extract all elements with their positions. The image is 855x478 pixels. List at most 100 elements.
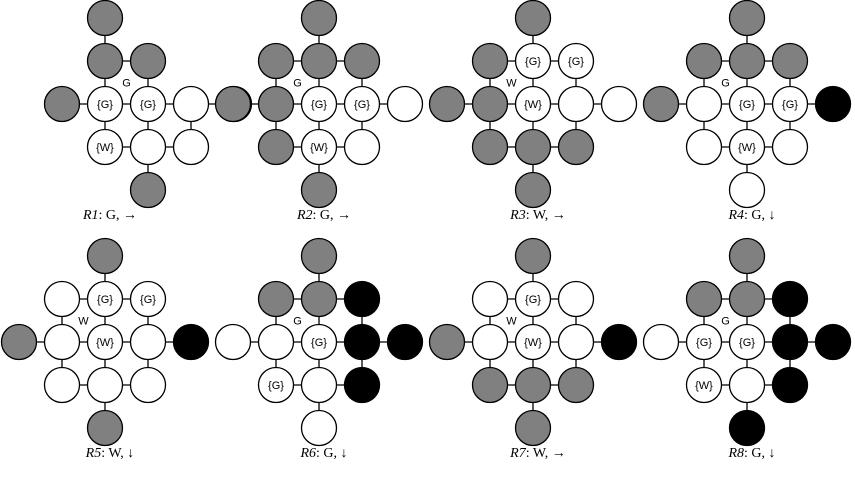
panel-caption-r7: R7: W, → xyxy=(498,446,578,462)
caption-rest-r5: : W, ↓ xyxy=(101,446,135,461)
cell-circle-gray xyxy=(214,85,252,123)
cell-circle-white xyxy=(728,128,766,166)
cell-circle-white xyxy=(257,323,295,361)
cell-circle-gray xyxy=(471,42,509,80)
cell-circle-gray xyxy=(300,237,338,275)
cell-circle-white xyxy=(129,128,167,166)
caption-rest-r8: : G, ↓ xyxy=(744,446,776,461)
cell-circle-white xyxy=(557,280,595,318)
cell-label: {G} xyxy=(525,294,541,306)
cell-circle-white xyxy=(43,323,81,361)
cell-circle-white xyxy=(386,85,424,123)
cell-circle-white xyxy=(514,42,552,80)
cell-circle-gray xyxy=(129,42,167,80)
caption-rule-r1: R1 xyxy=(82,208,99,223)
cell-circle-white xyxy=(728,85,766,123)
cell-label: {W} xyxy=(524,99,542,111)
cell-circle-gray xyxy=(300,171,338,209)
cell-circle-gray xyxy=(728,237,766,275)
panel-caption-r3: R3: W, → xyxy=(498,208,578,224)
cell-circle-white xyxy=(728,171,766,209)
cell-circle-black xyxy=(771,280,809,318)
cell-circle-gray xyxy=(514,0,552,37)
cell-circle-white xyxy=(728,323,766,361)
cell-circle-white xyxy=(214,323,252,361)
cell-label: {G} xyxy=(311,337,327,349)
cell-circle-black xyxy=(343,323,381,361)
cell-circle-black xyxy=(386,323,424,361)
caption-rest-r1: : G, → xyxy=(98,208,138,223)
cell-circle-white xyxy=(86,128,124,166)
caption-rest-r6: : G, ↓ xyxy=(316,446,348,461)
cell-circle-black xyxy=(728,409,766,447)
cell-circle-black xyxy=(771,366,809,404)
cell-circle-gray xyxy=(685,42,723,80)
caption-rule-r8: R8 xyxy=(728,446,745,461)
caption-rule-r4: R4 xyxy=(728,208,745,223)
caption-rule-r5: R5 xyxy=(85,446,102,461)
cell-circle-black xyxy=(814,323,852,361)
cell-circle-white xyxy=(172,128,210,166)
cell-circle-gray xyxy=(642,85,680,123)
cell-label: {G} xyxy=(97,99,113,111)
cell-circle-black xyxy=(343,366,381,404)
cell-circle-white xyxy=(557,85,595,123)
cell-label: {W} xyxy=(96,337,114,349)
cell-circle-gray xyxy=(771,42,809,80)
cell-circle-gray xyxy=(685,280,723,318)
cell-circle-gray xyxy=(514,366,552,404)
cell-circle-white xyxy=(685,366,723,404)
cell-circle-gray xyxy=(557,366,595,404)
cell-label: {G} xyxy=(739,337,755,349)
panel-4: {G}{G}{W}G xyxy=(642,0,852,209)
cell-circle-gray xyxy=(129,171,167,209)
cell-circle-gray xyxy=(728,42,766,80)
cell-circle-white xyxy=(86,280,124,318)
cell-circle-white xyxy=(43,366,81,404)
cell-label: {W} xyxy=(310,142,328,154)
cell-label: {G} xyxy=(354,99,370,111)
cell-circle-gray xyxy=(300,0,338,37)
agent-marker: G xyxy=(122,78,131,90)
panel-caption-r2: R2: G, → xyxy=(284,208,364,224)
cell-circle-gray xyxy=(0,323,38,361)
cell-label: {W} xyxy=(96,142,114,154)
cell-circle-gray xyxy=(514,128,552,166)
panel-caption-r6: R6: G, ↓ xyxy=(284,446,364,462)
cell-circle-white xyxy=(300,409,338,447)
cell-circle-white xyxy=(129,85,167,123)
cell-circle-white xyxy=(514,85,552,123)
cell-circle-gray xyxy=(428,85,466,123)
cell-circle-gray xyxy=(257,42,295,80)
cell-circle-gray xyxy=(300,42,338,80)
agent-marker: W xyxy=(506,78,517,90)
cell-circle-black xyxy=(600,323,638,361)
cell-circle-white xyxy=(86,366,124,404)
cell-circle-gray xyxy=(257,128,295,166)
cell-label: {G} xyxy=(696,337,712,349)
cell-circle-black xyxy=(771,323,809,361)
cell-label: {G} xyxy=(782,99,798,111)
cell-circle-gray xyxy=(257,280,295,318)
caption-rule-r7: R7 xyxy=(510,446,526,461)
cell-circle-white xyxy=(172,85,210,123)
cell-circle-white xyxy=(685,128,723,166)
cell-circle-gray xyxy=(300,280,338,318)
cell-circle-white xyxy=(43,280,81,318)
cell-label: {G} xyxy=(525,56,541,68)
cell-circle-white xyxy=(728,366,766,404)
cell-circle-white xyxy=(514,280,552,318)
caption-rest-r4: : G, ↓ xyxy=(744,208,776,223)
cell-circle-gray xyxy=(86,409,124,447)
cell-circle-white xyxy=(86,85,124,123)
cell-circle-gray xyxy=(471,366,509,404)
panel-7: {G}{W}W xyxy=(428,237,638,447)
cell-circle-gray xyxy=(728,280,766,318)
cell-circle-gray xyxy=(728,0,766,37)
panel-2: {G}{G}{W}G xyxy=(214,0,424,209)
cell-circle-gray xyxy=(343,42,381,80)
cell-circle-gray xyxy=(428,323,466,361)
panel-6: {G}{G}G xyxy=(214,237,424,447)
cell-circle-gray xyxy=(471,128,509,166)
